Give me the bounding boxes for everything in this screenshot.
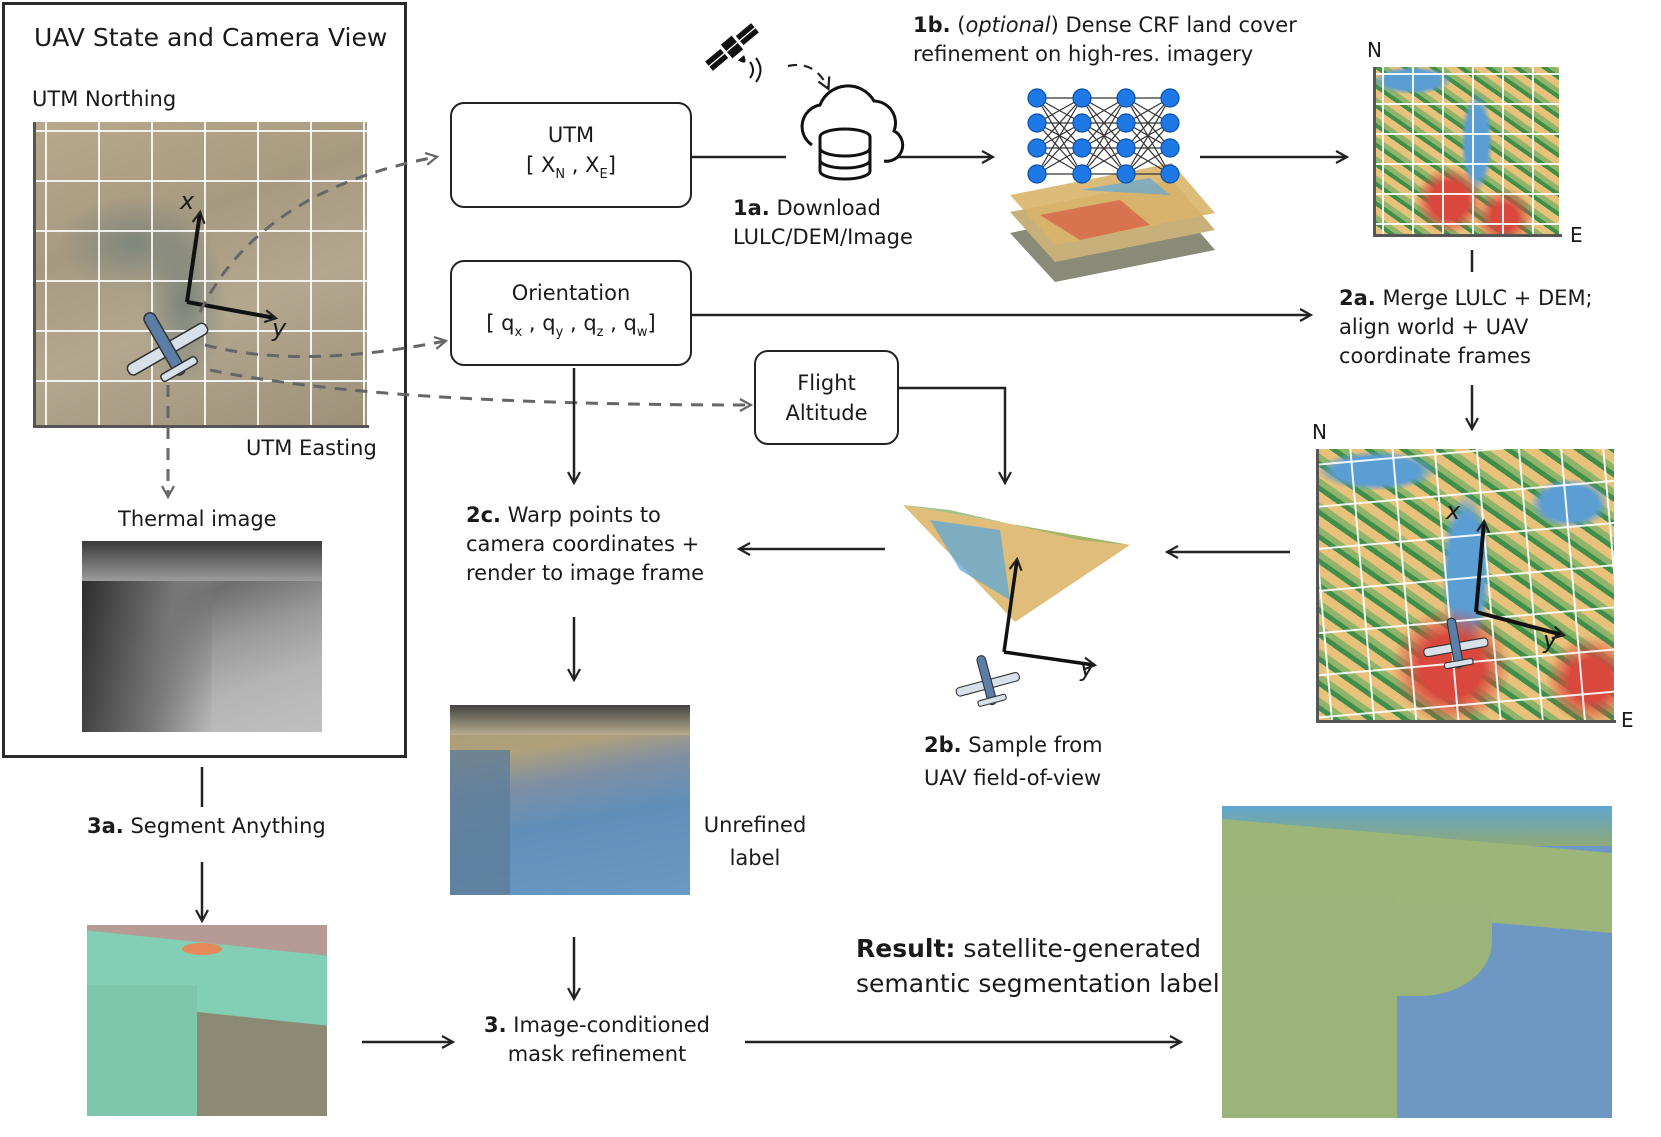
nn-node <box>1072 113 1092 133</box>
nn-node <box>1116 164 1136 184</box>
result-segmentation-image <box>1222 806 1612 1118</box>
uav-icon-fov <box>955 655 1020 707</box>
altitude-line1: Flight <box>797 370 856 395</box>
small-map-north-label: N <box>1367 38 1382 62</box>
nn-node <box>1116 113 1136 133</box>
uav-state-panel <box>2 2 407 758</box>
utm-values: [ XN , XE] <box>526 153 616 182</box>
utm-title: UTM <box>547 123 595 147</box>
nn-node <box>1072 88 1092 108</box>
large-map-north-label: N <box>1312 420 1327 444</box>
nn-edge <box>1081 97 1127 175</box>
nn-node <box>1072 138 1092 158</box>
nn-node <box>1027 88 1047 108</box>
uav-icon-map <box>126 312 209 383</box>
nn-node <box>1160 113 1180 133</box>
thermal-image-label: Thermal image <box>118 507 277 531</box>
altitude-line2: Altitude <box>785 400 868 425</box>
orientation-values: [ qx , qy , qz , qw] <box>486 311 656 340</box>
satellite-map <box>35 122 367 426</box>
nn-edge <box>1125 97 1171 149</box>
cloud-database-icon <box>800 84 905 181</box>
nn-edge <box>1036 97 1083 175</box>
small-map-east-label: E <box>1570 223 1583 247</box>
large-map-x-axis-label: x <box>1446 497 1461 525</box>
nn-node <box>1027 113 1047 133</box>
small-map-axis-left <box>1373 67 1376 237</box>
nn-edge <box>1125 97 1171 175</box>
large-map-axis-bottom <box>1316 720 1616 723</box>
nn-edge <box>1081 122 1127 175</box>
thermal-image <box>82 541 322 732</box>
nn-node <box>1027 138 1047 158</box>
map-axis-left <box>33 122 36 428</box>
small-map-axis-bottom <box>1373 234 1562 237</box>
nn-edge <box>1036 122 1083 175</box>
nn-edge <box>1036 97 1083 149</box>
orientation-title: Orientation <box>511 281 631 305</box>
orientation-box: Orientation [ qx , qy , qz , qw] <box>450 260 692 366</box>
map-x-axis-label: x <box>180 187 195 215</box>
nn-edge <box>1125 122 1171 175</box>
nn-node <box>1116 138 1136 158</box>
nn-node <box>1027 164 1047 184</box>
map-axis-bottom <box>33 425 369 428</box>
crf-image-stack <box>1010 163 1215 282</box>
uav-icon-large-map <box>1423 617 1489 670</box>
neural-network-icon <box>1027 88 1180 184</box>
nn-node <box>1072 164 1092 184</box>
lulc-map-large <box>1318 449 1614 721</box>
flight-altitude-box: Flight Altitude <box>754 350 899 445</box>
step-3a-label: 3a. Segment Anything <box>87 814 326 838</box>
large-map-east-label: E <box>1621 708 1634 732</box>
utm-easting-label: UTM Easting <box>246 436 377 460</box>
nn-node <box>1160 164 1180 184</box>
utm-box: UTM [ XN , XE] <box>450 102 692 208</box>
unrefined-label-image <box>450 705 690 895</box>
utm-northing-label: UTM Northing <box>32 87 177 111</box>
nn-node <box>1160 88 1180 108</box>
lulc-map-small <box>1376 67 1559 234</box>
nn-edge <box>1081 97 1127 149</box>
segment-anything-image <box>87 925 327 1116</box>
nn-node <box>1160 138 1180 158</box>
satellite-icon <box>705 23 759 71</box>
panel-title: UAV State and Camera View <box>34 23 388 52</box>
nn-node <box>1116 88 1136 108</box>
large-map-axis-left <box>1316 449 1319 723</box>
map-grid <box>35 122 367 426</box>
